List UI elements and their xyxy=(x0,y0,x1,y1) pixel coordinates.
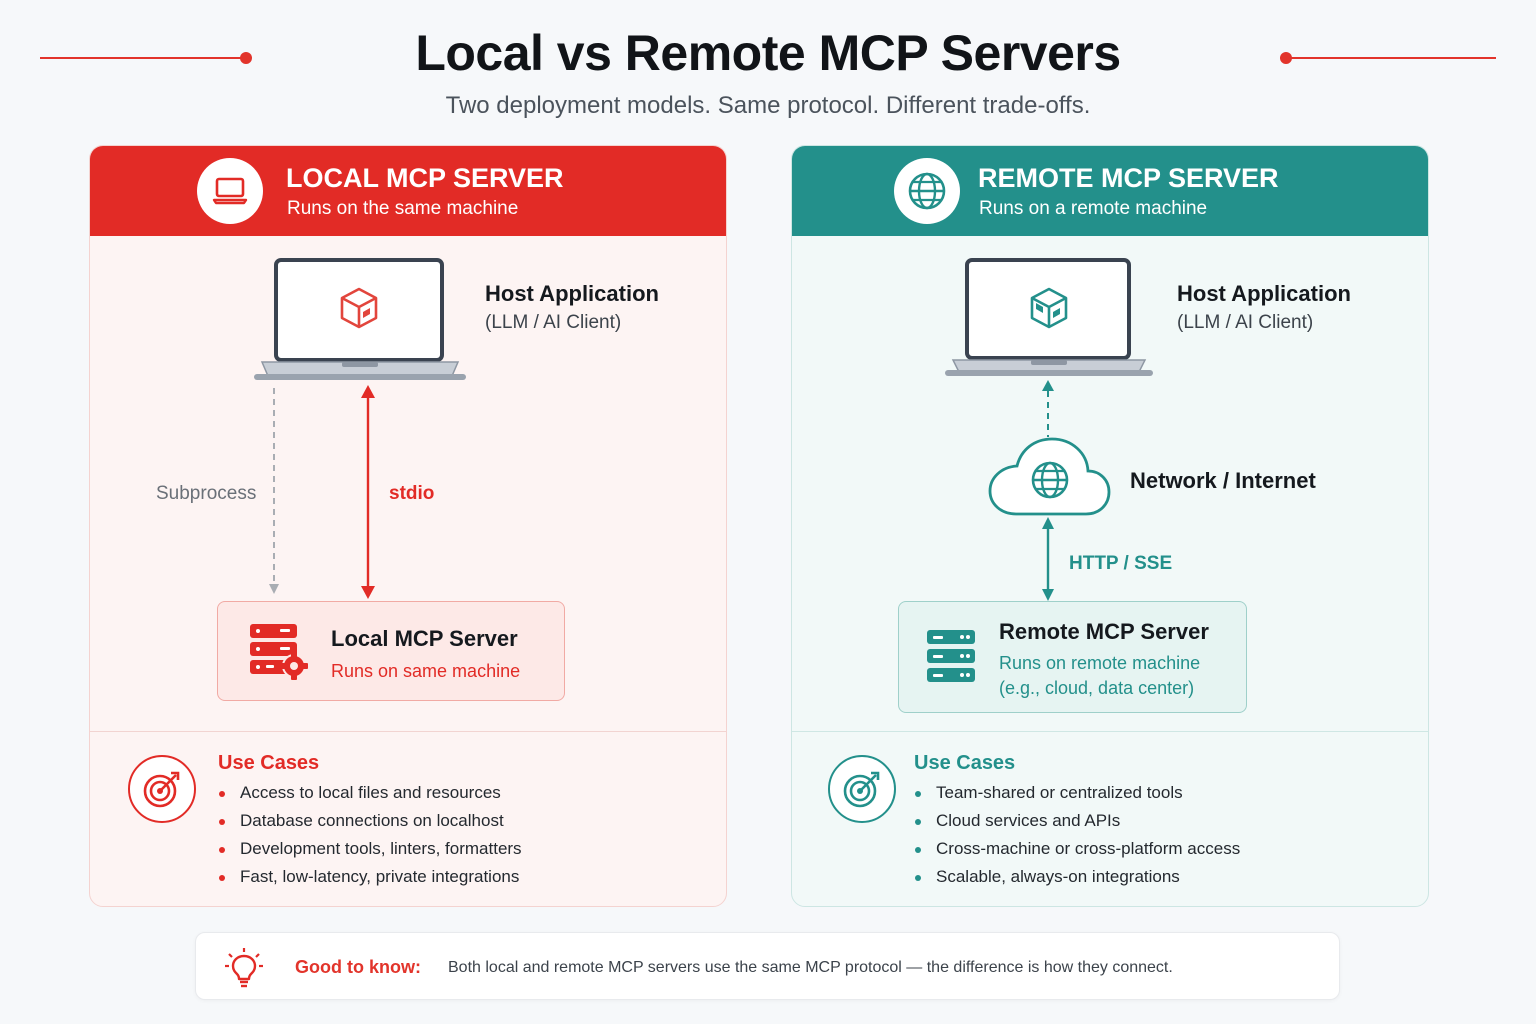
good-to-know-note: Good to know: Both local and remote MCP … xyxy=(195,932,1340,1000)
page-subtitle: Two deployment models. Same protocol. Di… xyxy=(445,92,1091,119)
remote-host-subtitle: (LLM / AI Client) xyxy=(1177,312,1314,333)
local-host-title: Host Application xyxy=(485,281,659,306)
remote-header-subtitle: Runs on a remote machine xyxy=(979,198,1208,219)
local-header-subtitle: Runs on the same machine xyxy=(287,198,519,219)
target-icon xyxy=(828,755,896,823)
local-server-subtitle: Runs on same machine xyxy=(331,661,521,681)
local-subprocess-arrow xyxy=(266,386,282,598)
remote-http-label: HTTP / SSE xyxy=(1069,553,1173,574)
local-stdio-arrow xyxy=(358,384,378,602)
local-panel: LOCAL MCP SERVER Runs on the same machin… xyxy=(89,145,727,907)
list-item: Scalable, always-on integrations xyxy=(914,863,1240,891)
remote-server-box: Remote MCP Server Runs on remote machine… xyxy=(898,601,1247,713)
local-host-subtitle: (LLM / AI Client) xyxy=(485,312,622,333)
title-decoration-right-line xyxy=(1286,57,1496,59)
remote-server-title: Remote MCP Server xyxy=(999,619,1209,644)
remote-host-title: Host Application xyxy=(1177,281,1351,306)
remote-network-label: Network / Internet xyxy=(1130,468,1316,493)
local-header-title: LOCAL MCP SERVER xyxy=(286,163,564,193)
remote-network-dashed-arrow xyxy=(1040,379,1056,439)
lightbulb-icon xyxy=(224,947,264,989)
remote-server-subtitle-line2: (e.g., cloud, data center) xyxy=(999,678,1195,698)
server-icon xyxy=(926,629,976,685)
remote-use-cases-title: Use Cases xyxy=(914,752,1016,774)
remote-panel-divider xyxy=(792,731,1428,732)
cloud-globe-icon xyxy=(1030,460,1070,500)
list-item: Fast, low-latency, private integrations xyxy=(218,863,522,891)
list-item: Database connections on localhost xyxy=(218,807,522,835)
local-panel-divider xyxy=(90,731,726,732)
note-text: Both local and remote MCP servers use th… xyxy=(448,959,1173,976)
local-host-cube-icon xyxy=(339,286,379,330)
local-use-cases-title: Use Cases xyxy=(218,752,320,774)
list-item: Team-shared or centralized tools xyxy=(914,779,1240,807)
remote-host-cube-icon xyxy=(1029,286,1069,330)
note-label: Good to know: xyxy=(295,957,421,977)
remote-server-subtitle-line1: Runs on remote machine xyxy=(999,653,1201,673)
list-item: Cloud services and APIs xyxy=(914,807,1240,835)
local-server-title: Local MCP Server xyxy=(331,626,518,651)
title-decoration-left-line xyxy=(40,57,245,59)
local-host-laptop-icon xyxy=(254,258,466,382)
title-decoration-left-dot xyxy=(240,52,252,64)
list-item: Access to local files and resources xyxy=(218,779,522,807)
remote-header-title: REMOTE MCP SERVER xyxy=(978,163,1279,193)
local-subprocess-label: Subprocess xyxy=(156,483,257,504)
remote-panel: REMOTE MCP SERVER Runs on a remote machi… xyxy=(791,145,1429,907)
remote-use-cases-list: Team-shared or centralized tools Cloud s… xyxy=(914,779,1240,891)
local-use-cases-list: Access to local files and resources Data… xyxy=(218,779,522,891)
page-title: Local vs Remote MCP Servers xyxy=(415,25,1121,81)
remote-panel-header: REMOTE MCP SERVER Runs on a remote machi… xyxy=(792,146,1428,236)
remote-http-arrow xyxy=(1040,516,1056,602)
list-item: Development tools, linters, formatters xyxy=(218,835,522,863)
local-stdio-label: stdio xyxy=(389,483,435,504)
laptop-icon xyxy=(197,158,263,224)
server-gear-icon xyxy=(249,623,309,681)
local-server-box: Local MCP Server Runs on same machine xyxy=(217,601,565,701)
cloud-icon xyxy=(988,436,1112,516)
local-panel-header: LOCAL MCP SERVER Runs on the same machin… xyxy=(90,146,726,236)
list-item: Cross-machine or cross-platform access xyxy=(914,835,1240,863)
globe-icon xyxy=(894,158,960,224)
target-icon xyxy=(128,755,196,823)
